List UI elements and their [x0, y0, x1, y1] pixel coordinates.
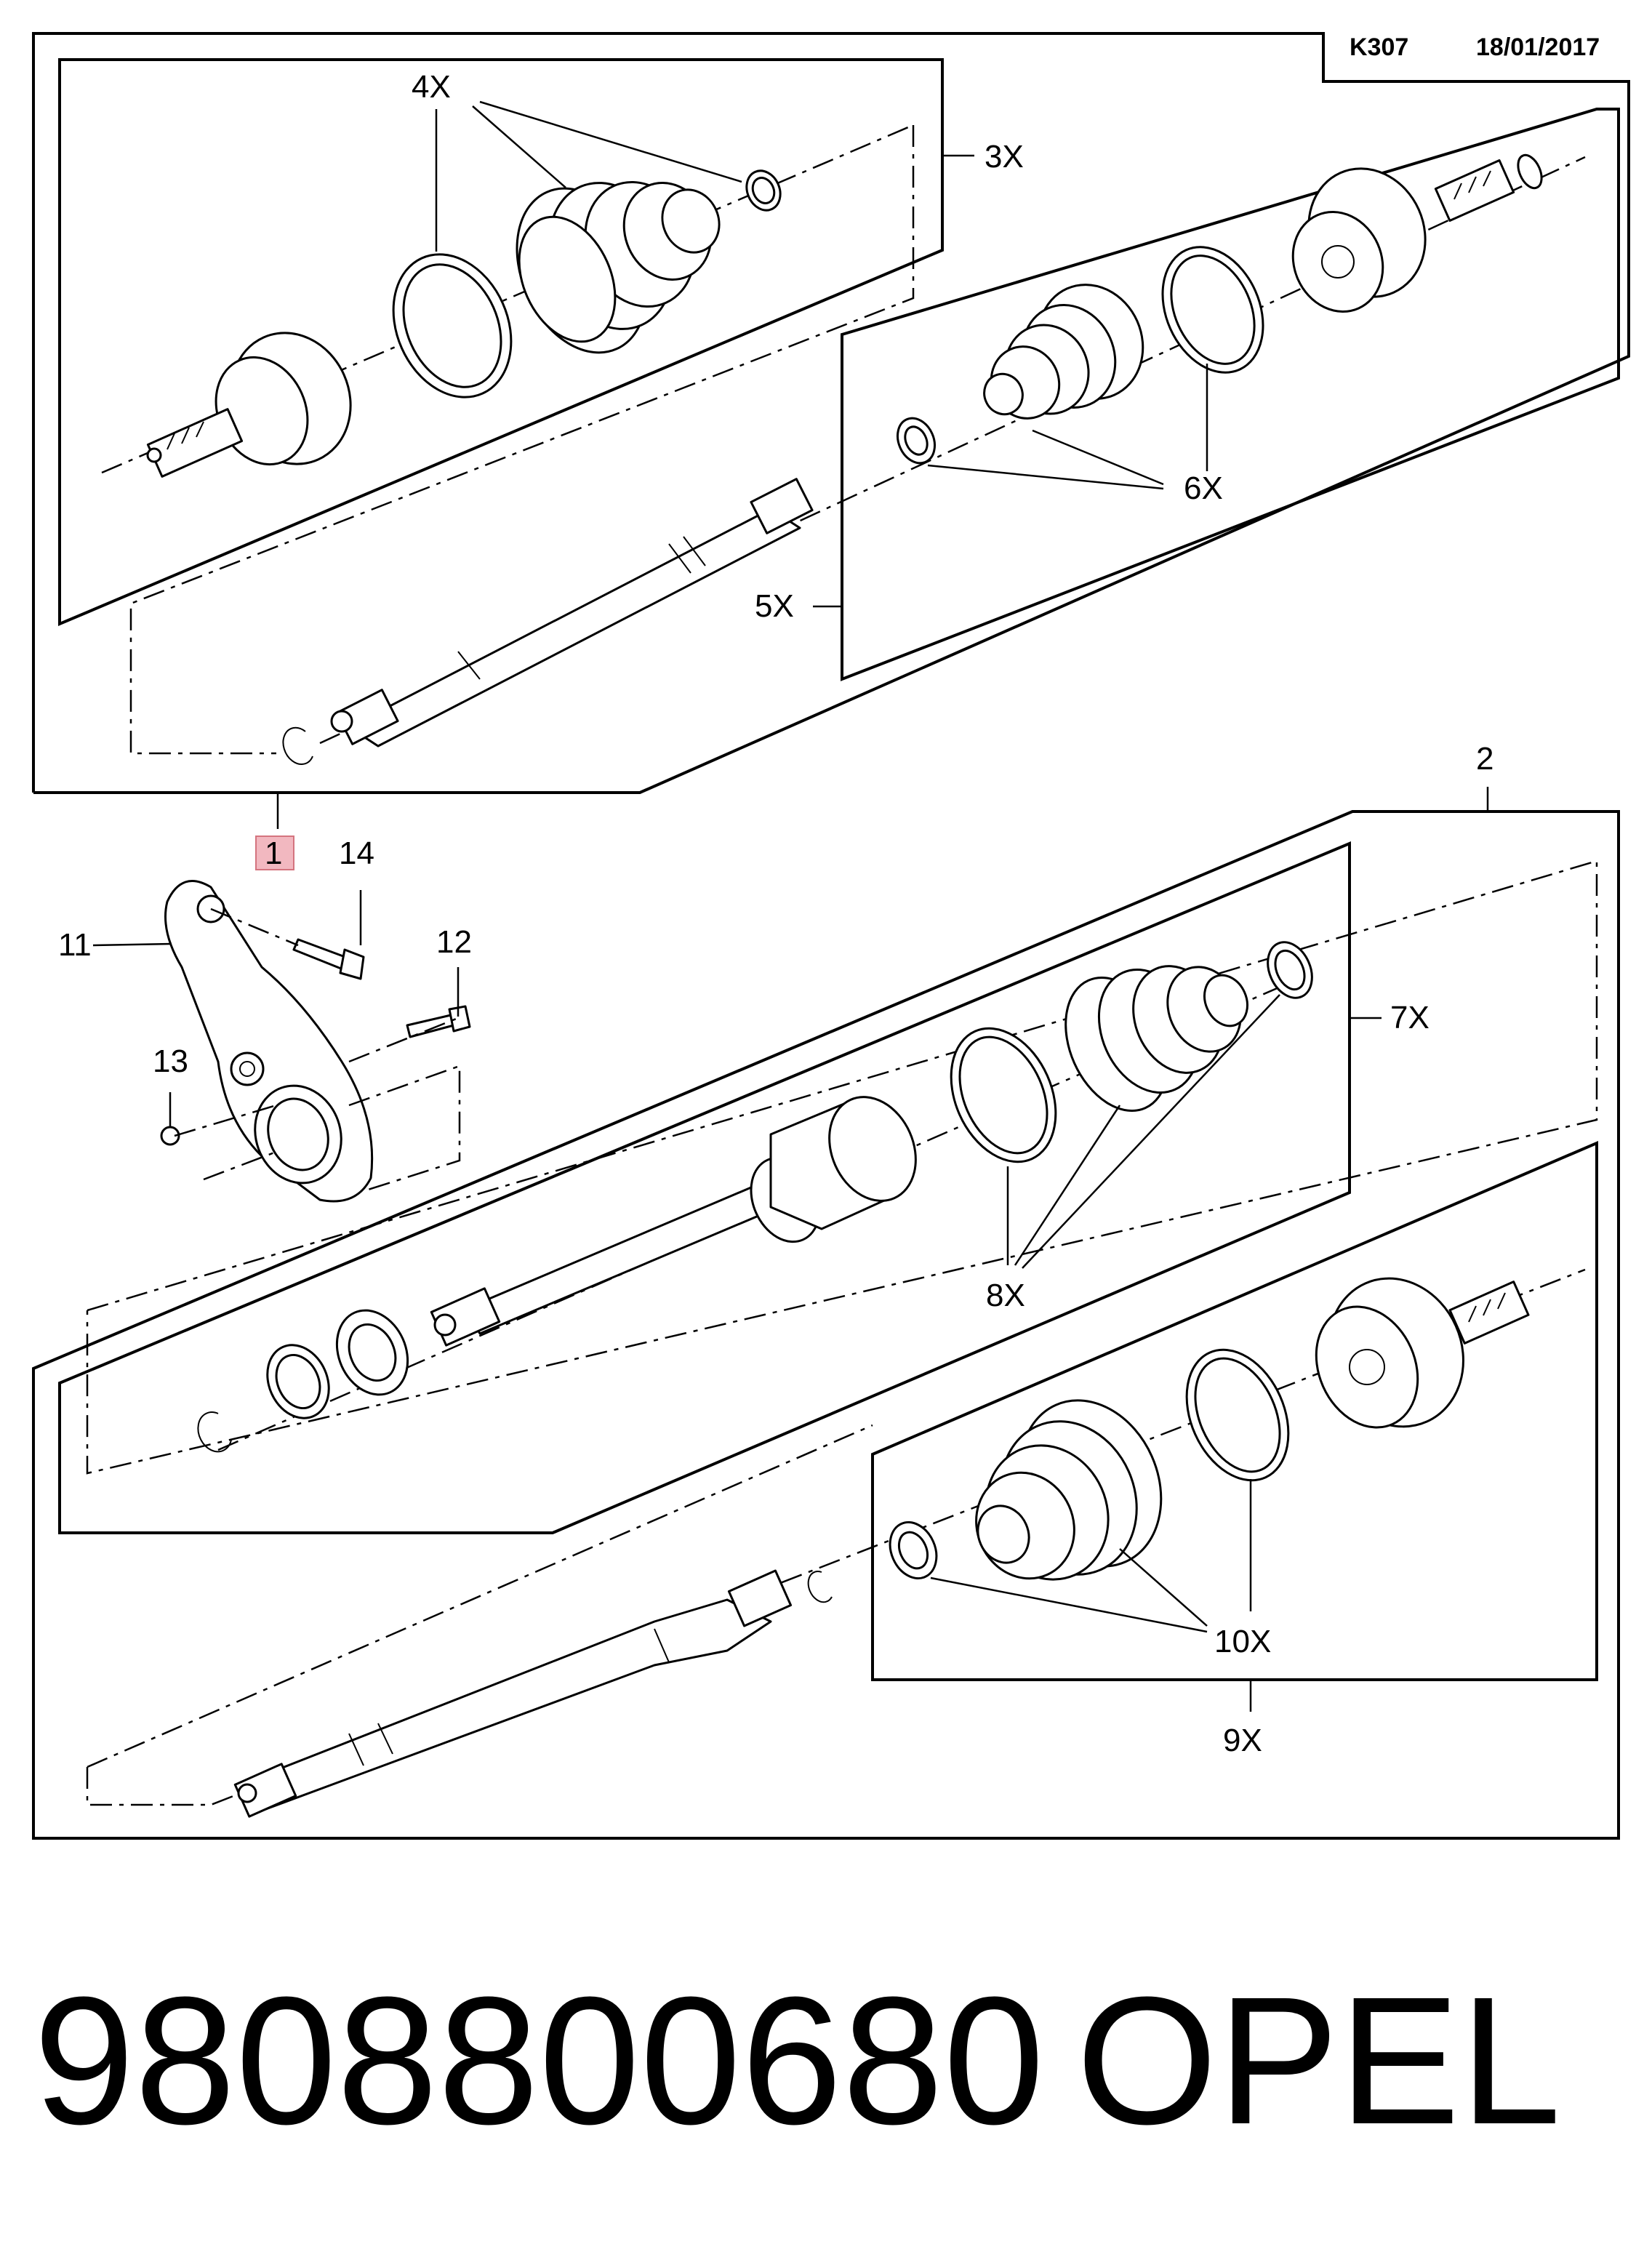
clamp-ring-4x — [392, 253, 513, 398]
axle-shaft-1 — [330, 478, 814, 748]
clamp-8x — [1267, 941, 1313, 999]
tripod-housing-1 — [1291, 153, 1543, 313]
footer-brand: OPEL — [1076, 1959, 1561, 2162]
axle-shaft-2 — [430, 1184, 774, 1347]
header-code: K307 — [1350, 33, 1408, 61]
clamp-ring-6x — [1161, 246, 1264, 374]
callout-4x: 4X — [412, 69, 451, 105]
bearing-2 — [335, 1309, 409, 1396]
callout-1-highlight: 1 — [255, 836, 294, 871]
callout-12: 12 — [436, 924, 472, 960]
outer-boot-2 — [975, 1399, 1163, 1581]
callout-9x: 9X — [1223, 1723, 1262, 1758]
clamp-10x — [889, 1520, 938, 1580]
outer-cv-joint-1 — [146, 332, 352, 478]
circlip-2 — [197, 1411, 232, 1453]
clamp-6x — [897, 417, 936, 465]
bolt-14 — [292, 938, 365, 980]
tripod-housing-2 — [750, 1096, 917, 1243]
callout-14: 14 — [339, 836, 374, 871]
inner-boot-1 — [983, 284, 1144, 420]
header-date: 18/01/2017 — [1476, 33, 1600, 61]
knuckle-bracket-11 — [164, 880, 374, 1203]
bolt-12 — [406, 1005, 471, 1038]
callout-5x: 5X — [755, 588, 794, 624]
callout-11: 11 — [58, 927, 92, 963]
kit-7x-frame — [58, 841, 1351, 1534]
callout-8x: 8X — [986, 1278, 1025, 1313]
axle-shaft-3 — [233, 1569, 793, 1818]
inner-boot-2 — [1064, 965, 1248, 1112]
footer-part-number: 9808800680 — [33, 1959, 1044, 2162]
kit-9x-frame — [871, 1140, 1598, 1681]
header-block: K307 18/01/2017 — [32, 32, 1630, 793]
circlip-3 — [807, 1571, 833, 1603]
clamp-ring-8x — [950, 1027, 1057, 1163]
callout-10x: 10X — [1214, 1624, 1271, 1659]
kit-3x-frame — [58, 58, 944, 627]
callout-3x: 3X — [985, 139, 1024, 175]
callout-2: 2 — [1476, 741, 1493, 777]
callout-1: 1 — [265, 836, 282, 871]
kit-5x-frame — [841, 108, 1620, 681]
seal-ring-2 — [266, 1344, 330, 1419]
callout-7x: 7X — [1390, 1000, 1430, 1035]
callout-13: 13 — [153, 1043, 188, 1079]
callout-6x: 6X — [1184, 470, 1223, 506]
outer-cv-joint-2 — [1315, 1277, 1530, 1429]
assembly-2-frame — [32, 810, 1620, 1840]
circlip-1 — [282, 726, 313, 765]
small-clamp-4x — [745, 169, 782, 212]
outer-boot-1 — [516, 180, 721, 354]
clamp-ring-10x — [1185, 1348, 1290, 1482]
assembly-1-frame — [33, 115, 1630, 794]
